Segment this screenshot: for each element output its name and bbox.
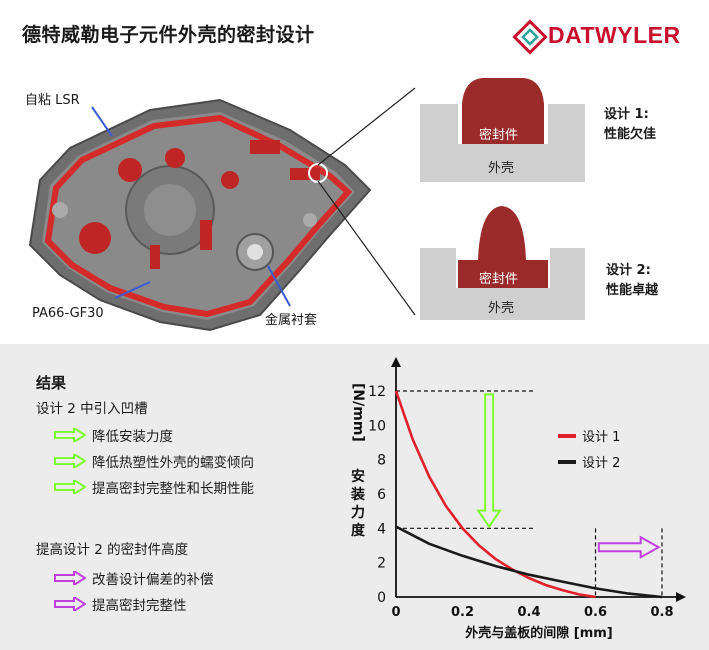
housing-illustration [28, 87, 416, 332]
green-down-arrow-icon [476, 393, 503, 529]
y-axis-label-char: 度 [351, 522, 366, 539]
design1-title: 设计 1: 性能欠佳 [604, 107, 657, 142]
design1-shell-label: 外壳 [488, 161, 515, 176]
legend-label-1: 设计 1 [582, 430, 620, 445]
purple-list: 改善设计偏差的补偿 提高密封完整性 [54, 565, 214, 617]
datwyler-logo-text: DATWYLER [548, 22, 681, 48]
x-tick-label: 0.8 [650, 605, 673, 620]
results-intro-2: 提高设计 2 的密封件高度 [36, 542, 189, 558]
y-tick-label: 8 [377, 453, 386, 469]
datwyler-logo [512, 19, 548, 55]
design2-shell-label: 外壳 [488, 301, 515, 316]
y-tick-label: 0 [377, 590, 386, 606]
purple-right-arrow-icon [597, 535, 661, 559]
x-tick-label: 0 [391, 605, 400, 620]
list-item: 降低安装力度 [54, 422, 254, 448]
y-axis-label-char: 力 [351, 504, 365, 521]
label-pa66: PA66-GF30 [32, 306, 104, 321]
green-arrow-icon [54, 454, 86, 468]
label-lsr: 自粘 LSR [25, 93, 80, 108]
y-axis-label-char: 安 [351, 468, 365, 485]
green-arrow-icon [54, 428, 86, 442]
design2-seal-label: 密封件 [479, 272, 519, 287]
purple-arrow-icon [54, 571, 86, 585]
design1-cross-section [420, 78, 585, 182]
legend-label-2: 设计 2 [582, 456, 620, 471]
y-tick-label: 4 [377, 521, 386, 537]
y-tick-label: 10 [368, 418, 386, 434]
results-heading: 结果 [36, 374, 67, 392]
series-line-2 [395, 525, 663, 599]
x-tick-label: 0.4 [517, 605, 540, 620]
y-tick-label: 6 [377, 487, 386, 503]
x-tick-label: 0.6 [584, 605, 607, 620]
design2-title: 设计 2: 性能卓越 [606, 263, 659, 298]
list-item: 降低热塑性外壳的蠕变倾向 [54, 448, 254, 474]
series-line-1 [394, 390, 596, 599]
x-axis-arrow [676, 592, 686, 602]
green-list: 降低安装力度 降低热塑性外壳的蠕变倾向 提高密封完整性和长期性能 [54, 422, 254, 500]
label-metal-bushing: 金属衬套 [265, 313, 318, 328]
list-item: 改善设计偏差的补偿 [54, 565, 214, 591]
y-axis-unit: [N/mm] [350, 383, 366, 442]
y-axis-arrow [391, 357, 401, 367]
y-axis-label-char: 装 [350, 486, 366, 503]
results-panel [0, 344, 709, 650]
design1-seal-label: 密封件 [479, 128, 519, 143]
list-item: 提高密封完整性 [54, 591, 214, 617]
x-axis-label: 外壳与盖板的间隙 [mm] [464, 625, 613, 641]
page-title: 德特威勒电子元件外壳的密封设计 [22, 24, 315, 46]
y-tick-label: 12 [368, 384, 386, 400]
list-item: 提高密封完整性和长期性能 [54, 474, 254, 500]
y-tick-label: 2 [377, 556, 386, 572]
purple-arrow-icon [54, 597, 86, 611]
results-intro-1: 设计 2 中引入凹槽 [36, 401, 148, 417]
x-tick-label: 0.2 [451, 605, 474, 620]
force-gap-chart: 0 2 4 6 8 10 12 0 0.2 0.4 0.6 0.8 外壳与盖板的间隙 [mm] [N/mm… [350, 357, 686, 641]
design2-cross-section [420, 206, 585, 320]
green-arrow-icon [54, 480, 86, 494]
